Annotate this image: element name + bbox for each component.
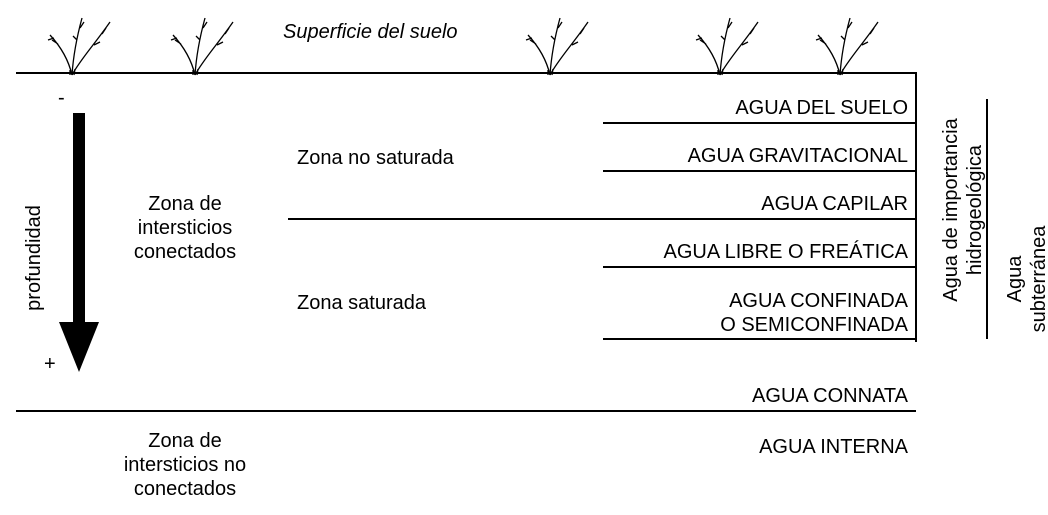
divider-gravitational (603, 170, 915, 172)
table-right-edge (915, 72, 917, 342)
depth-minus-sign: - (58, 87, 65, 109)
water-gravitational-label: AGUA GRAVITACIONAL (687, 145, 908, 167)
arrow-down-icon (59, 322, 99, 372)
unconnected-zone-label: Zona de intersticios no conectados (123, 430, 247, 500)
divider-water-table (288, 218, 915, 220)
grass-tuft-icon (525, 17, 589, 76)
hydro-importance-label: Agua de importancia hidrogeológica (940, 118, 986, 302)
water-capillary-label: AGUA CAPILAR (761, 193, 908, 215)
grass-tuft-icon (170, 17, 234, 76)
depth-label: profundidad (23, 205, 45, 311)
grass-tuft-icon (695, 17, 759, 76)
divider-soil (603, 122, 915, 124)
groundwater-label: Agua subterránea (1004, 225, 1048, 333)
water-internal-label: AGUA INTERNA (759, 436, 908, 458)
unsaturated-zone-label: Zona no saturada (297, 147, 454, 169)
grass-tuft-icon (47, 17, 111, 76)
divider-confined (603, 338, 915, 340)
grass-tuft-icon (815, 17, 879, 76)
depth-arrow-shaft (73, 113, 85, 325)
divider-connate (16, 410, 916, 412)
water-soil-label: AGUA DEL SUELO (735, 97, 908, 119)
divider-free (603, 266, 915, 268)
surface-line (16, 72, 916, 74)
depth-plus-sign: + (44, 353, 56, 375)
water-connate-label: AGUA CONNATA (752, 385, 908, 407)
water-confined-label: AGUA CONFINADA (729, 290, 908, 312)
surface-label: Superficie del suelo (283, 21, 458, 43)
connected-zone-label: Zona de intersticios conectados (133, 193, 237, 263)
saturated-zone-label: Zona saturada (297, 292, 426, 314)
vegetation-layer (47, 17, 879, 76)
groundwater-bracket-line (986, 99, 988, 339)
water-semiconfined-label: O SEMICONFINADA (720, 314, 908, 336)
water-free-label: AGUA LIBRE O FREÁTICA (663, 241, 908, 263)
